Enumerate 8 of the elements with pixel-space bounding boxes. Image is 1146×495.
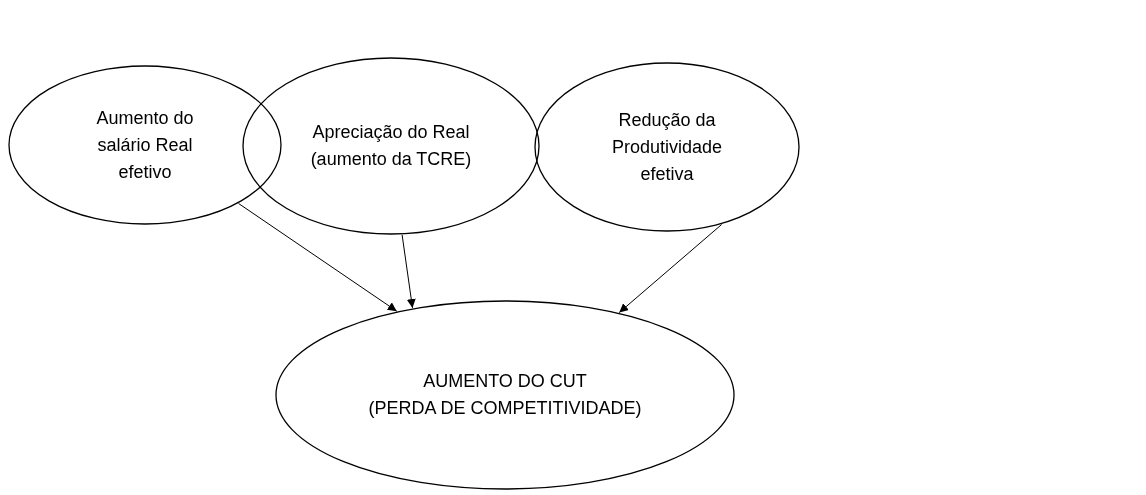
node-text: AUMENTO DO CUT (423, 370, 587, 393)
arrow (401, 234, 416, 309)
arrow (618, 224, 723, 314)
node-text: Apreciação do Real (aumento da TCRE) (309, 121, 473, 171)
node-text: Aumento do salário Real efetivo (95, 106, 195, 184)
node-text: Redução da Produtividade efetiva (610, 108, 724, 186)
node-text: (PERDA DE COMPETITIVIDADE) (368, 397, 642, 420)
arrow (238, 202, 398, 312)
